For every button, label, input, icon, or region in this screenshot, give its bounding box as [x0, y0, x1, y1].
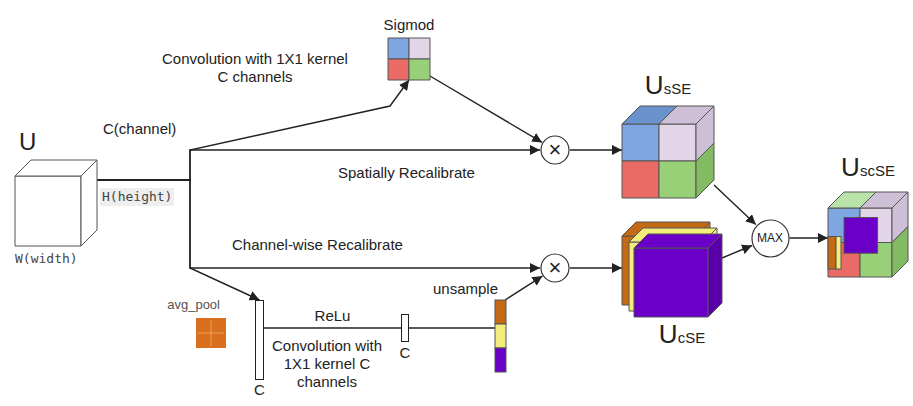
multiply-circle: × [540, 253, 570, 283]
sigmoid-map-shape [388, 38, 430, 80]
sigmoid-map: Sigmod [388, 38, 430, 80]
output-cube: UscSE [828, 192, 908, 277]
operation-label: unsample [433, 280, 498, 298]
edge-label: ReLu [313, 307, 353, 325]
dimension-label: W(width) [15, 250, 78, 268]
weight-bar-shape [495, 300, 506, 372]
flow-arrow [264, 327, 401, 328]
pool-square: avg_pool [196, 318, 226, 348]
annotation-label: Convolution with 1X1 kernel C channels [268, 337, 386, 391]
weight-bar: unsample [495, 300, 506, 372]
output-cube-shape [622, 106, 714, 198]
flow-arrow [570, 149, 622, 150]
channel-bar: C [401, 314, 409, 342]
input-cube-shape [15, 160, 97, 246]
flow-arrow [505, 276, 542, 300]
channel-label: C [400, 344, 411, 362]
max-circle: MAX [751, 219, 790, 258]
pool-square-shape [196, 318, 226, 348]
flow-arrow [430, 76, 542, 142]
tensor-label: UsSE [645, 70, 691, 104]
tensor-label: UscSE [841, 152, 895, 186]
channel-bar: C [255, 300, 264, 380]
operator-symbol: × [549, 138, 562, 162]
output-cube: UcSE [622, 222, 722, 317]
annotation-label: H(height) [100, 188, 174, 206]
annotation-label: Channel-wise Recalibrate [232, 236, 403, 254]
operation-label: avg_pool [167, 296, 220, 314]
input-cube: UW(width) [15, 160, 97, 246]
annotation-label: Convolution with 1X1 kernel C channels [160, 50, 350, 86]
multiply-circle: × [540, 135, 570, 165]
flow-arrow [790, 237, 829, 238]
output-cube-shape [828, 192, 908, 277]
operator-label: MAX [757, 229, 783, 247]
annotation-label: Spatially Recalibrate [338, 164, 475, 182]
channel-bar-shape [401, 314, 409, 342]
flow-arrow [570, 267, 622, 268]
flow-arrow [97, 180, 540, 268]
operator-symbol: × [549, 256, 562, 280]
flow-arrow [714, 185, 756, 225]
annotation-label: C(channel) [103, 120, 176, 138]
channel-label: C [254, 381, 265, 399]
flow-arrow [722, 246, 752, 259]
tensor-label: UcSE [659, 319, 705, 353]
output-cube: UsSE [622, 106, 714, 198]
channel-bar-shape [255, 300, 264, 380]
function-label: Sigmod [384, 16, 435, 34]
output-cube-shape [622, 222, 722, 317]
flow-arrow [409, 327, 495, 328]
tensor-label: U [19, 128, 36, 156]
